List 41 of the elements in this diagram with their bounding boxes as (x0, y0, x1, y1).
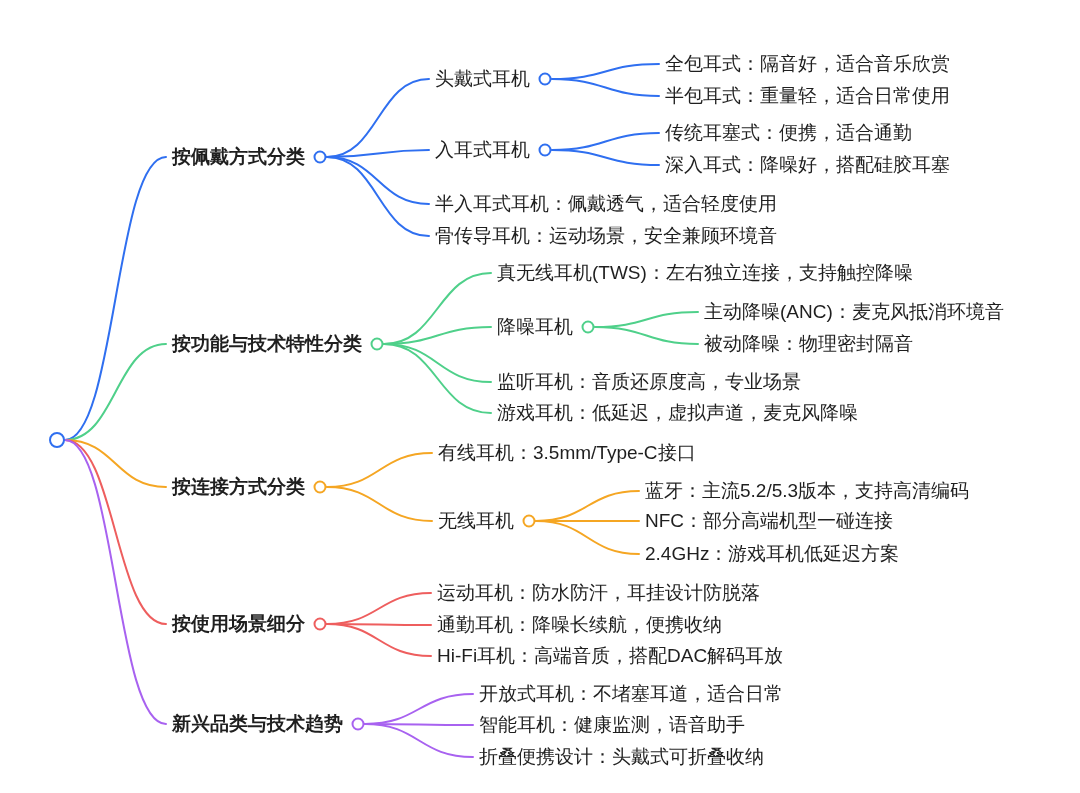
topic-label: 通勤耳机：降噪长续航，便携收纳 (437, 613, 722, 637)
topic-label: 运动耳机：防水防汗，耳挂设计防脱落 (437, 581, 760, 605)
topic-label: 传统耳塞式：便携，适合通勤 (665, 121, 912, 145)
branch-line (551, 149, 660, 166)
category-label: 按功能与技术特性分类 (172, 332, 362, 356)
topic-label: 被动降噪：物理密封隔音 (704, 332, 913, 356)
topic-label: 主动降噪(ANC)：麦克风抵消环境音 (704, 300, 1004, 324)
branch-line (326, 486, 433, 522)
topic-label: 无线耳机 (438, 509, 514, 533)
branch-line (364, 723, 474, 758)
topic-label: 真无线耳机(TWS)：左右独立连接，支持触控降噪 (497, 261, 913, 285)
topic-label: 2.4GHz：游戏耳机低延迟方案 (645, 542, 900, 566)
topic-label: Hi-Fi耳机：高端音质，搭配DAC解码耳放 (437, 644, 784, 668)
topic-label: NFC：部分高端机型一碰连接 (645, 509, 894, 533)
topic-label: 半入耳式耳机：佩戴透气，适合轻度使用 (435, 192, 777, 216)
branch-line (535, 520, 640, 555)
topic-label: 降噪耳机 (497, 315, 573, 339)
topic-label: 开放式耳机：不堵塞耳道，适合日常 (479, 682, 783, 706)
topic-label: 蓝牙：主流5.2/5.3版本，支持高清编码 (645, 479, 970, 503)
branch-line (64, 439, 167, 725)
topic-label: 有线耳机：3.5mm/Type-C接口 (438, 441, 696, 465)
branch-line (383, 343, 492, 414)
category-label: 新兴品类与技术趋势 (172, 712, 343, 736)
branch-line (326, 623, 432, 657)
category-label: 按佩戴方式分类 (172, 145, 305, 169)
topic-label: 骨传导耳机：运动场景，安全兼顾环境音 (435, 224, 777, 248)
topic-label: 全包耳式：隔音好，适合音乐欣赏 (665, 52, 950, 76)
topic-label: 监听耳机：音质还原度高，专业场景 (497, 370, 801, 394)
topic-label: 智能耳机：健康监测，语音助手 (479, 713, 745, 737)
root-node-circle (49, 432, 65, 448)
branch-line (326, 156, 430, 237)
topic-label: 折叠便携设计：头戴式可折叠收纳 (479, 745, 764, 769)
topic-label: 入耳式耳机 (435, 138, 530, 162)
topic-label: 深入耳式：降噪好，搭配硅胶耳塞 (665, 153, 950, 177)
topic-label: 半包耳式：重量轻，适合日常使用 (665, 84, 950, 108)
branch-line (551, 78, 660, 97)
topic-label: 头戴式耳机 (435, 67, 530, 91)
category-label: 按使用场景细分 (172, 612, 305, 636)
category-label: 按连接方式分类 (172, 475, 305, 499)
branch-line (594, 326, 699, 345)
topic-label: 游戏耳机：低延迟，虚拟声道，麦克风降噪 (497, 401, 858, 425)
